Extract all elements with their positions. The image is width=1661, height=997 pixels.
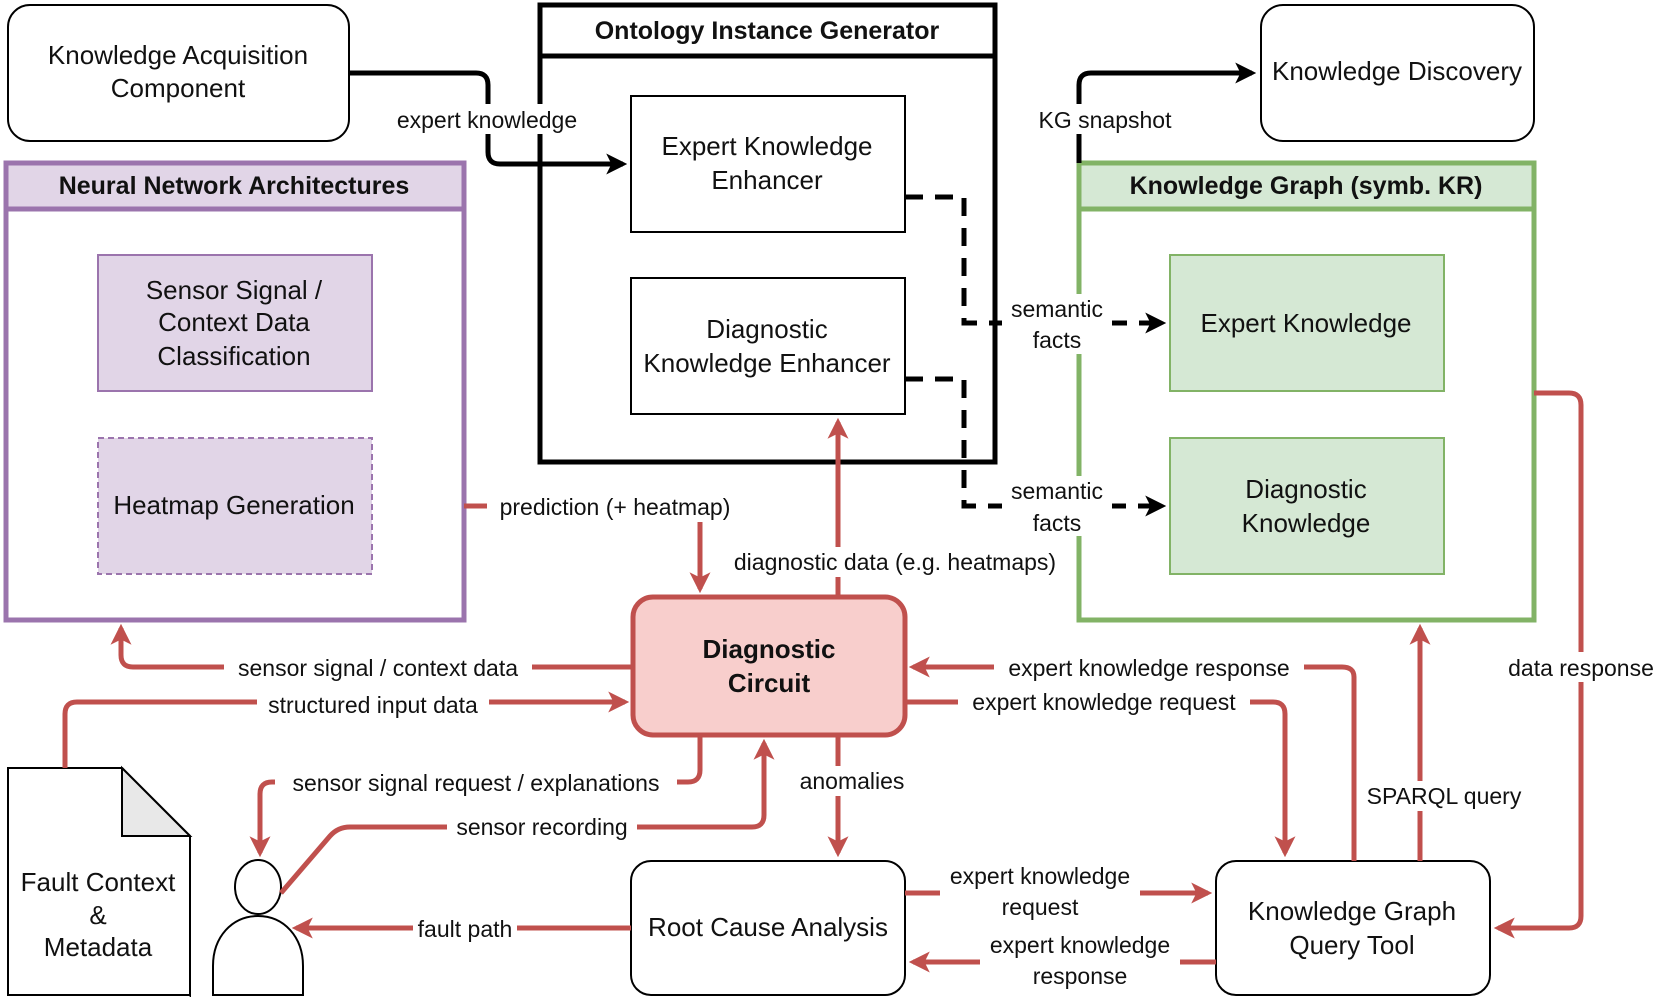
- label-diagnostic-data: diagnostic data (e.g. heatmaps): [734, 549, 1056, 575]
- edge-expert-request-top: [905, 699, 1296, 858]
- neural-network-title: Neural Network Architectures: [59, 172, 410, 200]
- edge-labels: expert knowledge KG snapshot semantic fa…: [224, 104, 1661, 994]
- fault-context-line-2: &: [89, 900, 106, 930]
- kg-query-tool-line-2: Query Tool: [1289, 930, 1414, 960]
- label-structured-input: structured input data: [268, 692, 478, 718]
- edge-expert-response-top: [908, 656, 1357, 861]
- root-cause-box: Root Cause Analysis: [630, 860, 906, 996]
- fault-context-line-3: Metadata: [44, 932, 153, 962]
- label-semantic-facts-1b: facts: [1033, 327, 1082, 353]
- kg-query-tool-line-1: Knowledge Graph: [1248, 896, 1456, 926]
- label-semantic-facts-1a: semantic: [1011, 296, 1103, 322]
- label-anomalies: anomalies: [800, 768, 905, 794]
- expert-enhancer-line-2: Enhancer: [711, 165, 823, 195]
- sensor-classification-line-2: Context Data: [158, 307, 310, 337]
- sensor-classification-line-1: Sensor Signal /: [146, 275, 323, 305]
- diagnostic-knowledge-box: Diagnostic Knowledge: [1169, 437, 1445, 575]
- knowledge-graph-title: Knowledge Graph (symb. KR): [1130, 172, 1483, 200]
- label-sparql: SPARQL query: [1367, 783, 1522, 809]
- expert-knowledge-box: Expert Knowledge: [1169, 254, 1445, 392]
- root-cause-label: Root Cause Analysis: [648, 912, 888, 942]
- diagnostic-circuit-line-2: Circuit: [728, 668, 811, 698]
- ontology-generator-title: Ontology Instance Generator: [595, 17, 940, 45]
- heatmap-generation-label: Heatmap Generation: [113, 490, 354, 520]
- label-kg-snapshot: KG snapshot: [1039, 107, 1173, 133]
- label-expert-request-bottom-a: expert knowledge: [950, 863, 1130, 889]
- label-expert-response-bottom-b: response: [1033, 963, 1128, 989]
- label-data-response: data response: [1508, 655, 1654, 681]
- fault-context-line-1: Fault Context: [21, 867, 176, 897]
- diagnostic-knowledge-line-1: Diagnostic: [1245, 474, 1366, 504]
- heatmap-generation-box: Heatmap Generation: [97, 437, 373, 575]
- label-fault-path: fault path: [418, 916, 513, 942]
- expert-enhancer-box: Expert Knowledge Enhancer: [630, 95, 906, 233]
- knowledge-acquisition-box: Knowledge Acquisition Component: [7, 4, 350, 142]
- user-icon: [212, 859, 304, 996]
- label-semantic-facts-2b: facts: [1033, 510, 1082, 536]
- label-sensor-request: sensor signal request / explanations: [293, 770, 660, 796]
- knowledge-discovery-box: Knowledge Discovery: [1260, 4, 1535, 142]
- edge-sensor-signal-context: [110, 623, 633, 670]
- edge-structured-input: [62, 691, 630, 768]
- knowledge-acquisition-line-2: Component: [111, 73, 246, 103]
- label-sensor-signal-context: sensor signal / context data: [238, 655, 518, 681]
- label-sensor-recording: sensor recording: [456, 814, 627, 840]
- kg-query-tool-box: Knowledge Graph Query Tool: [1215, 860, 1491, 996]
- label-expert-request-top: expert knowledge request: [972, 689, 1236, 715]
- edge-kg-snapshot: [1076, 62, 1257, 163]
- expert-knowledge-label: Expert Knowledge: [1200, 308, 1411, 338]
- diagnostic-knowledge-line-2: Knowledge: [1242, 508, 1371, 538]
- sensor-classification-line-3: Classification: [157, 341, 310, 371]
- diagnostic-circuit-box: Diagnostic Circuit: [630, 594, 908, 738]
- label-expert-knowledge: expert knowledge: [397, 107, 577, 133]
- diagnostic-circuit-line-1: Diagnostic: [703, 634, 836, 664]
- label-expert-request-bottom-b: request: [1002, 894, 1079, 920]
- label-expert-response-bottom-a: expert knowledge: [990, 932, 1170, 958]
- label-expert-response-top: expert knowledge response: [1008, 655, 1289, 681]
- knowledge-discovery-label: Knowledge Discovery: [1272, 56, 1522, 86]
- label-semantic-facts-2a: semantic: [1011, 478, 1103, 504]
- diagnostic-enhancer-line-1: Diagnostic: [706, 314, 827, 344]
- sensor-classification-box: Sensor Signal / Context Data Classificat…: [97, 254, 373, 392]
- fault-context-document: Fault Context & Metadata: [7, 765, 193, 997]
- label-prediction: prediction (+ heatmap): [500, 494, 731, 520]
- ontology-generator-container: Ontology Instance Generator: [537, 2, 998, 465]
- knowledge-acquisition-line-1: Knowledge Acquisition: [48, 40, 308, 70]
- diagnostic-enhancer-box: Diagnostic Knowledge Enhancer: [630, 277, 906, 415]
- diagnostic-enhancer-line-2: Knowledge Enhancer: [643, 348, 891, 378]
- expert-enhancer-line-1: Expert Knowledge: [661, 131, 872, 161]
